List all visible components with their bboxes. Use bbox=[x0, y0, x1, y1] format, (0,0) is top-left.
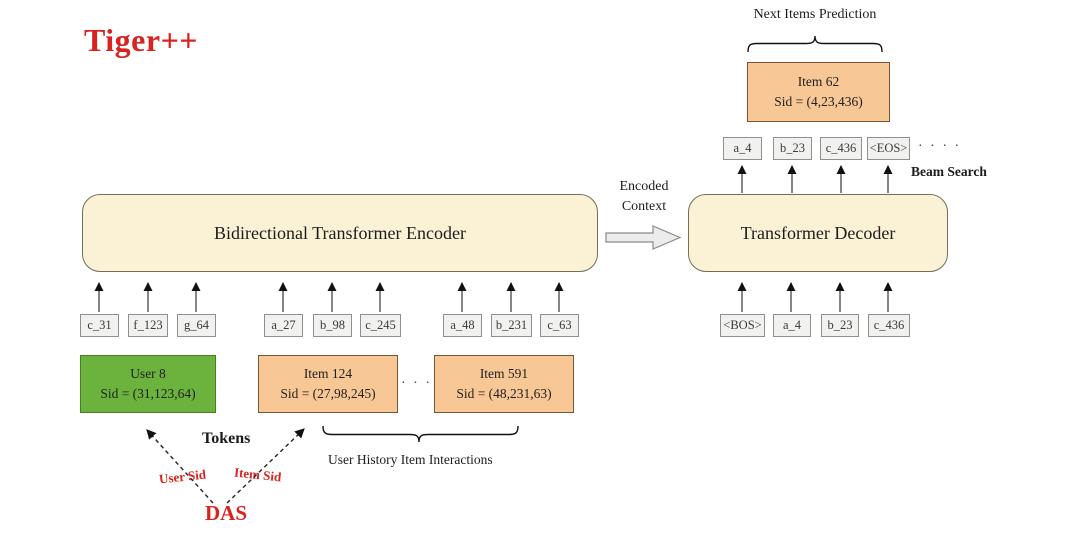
encoder-input-arrows bbox=[94, 281, 564, 312]
decoder-input-arrows bbox=[737, 281, 893, 312]
encoder-input-token: c_245 bbox=[360, 314, 401, 337]
tokens-label: Tokens bbox=[202, 430, 251, 447]
encoder-input-token: a_27 bbox=[264, 314, 303, 337]
beam-search-label: Beam Search bbox=[911, 164, 987, 179]
encoder-label: Bidirectional Transformer Encoder bbox=[214, 222, 466, 243]
decoder-output-token: <EOS> bbox=[867, 137, 910, 160]
bidirectional-transformer-encoder-box: Bidirectional Transformer Encoder bbox=[82, 194, 598, 272]
decoder-input-token: <BOS> bbox=[720, 314, 765, 337]
user-box: User 8 Sid = (31,123,64) bbox=[80, 355, 216, 413]
user-history-brace bbox=[322, 425, 519, 443]
decoder-output-arrows bbox=[737, 164, 893, 193]
items-ellipsis: · · · · bbox=[401, 376, 445, 391]
encoder-input-token: g_64 bbox=[177, 314, 216, 337]
item-sid-label: Item Sid bbox=[233, 464, 283, 485]
next-items-brace bbox=[747, 35, 883, 53]
user-sid-label: User Sid bbox=[158, 466, 207, 487]
transformer-decoder-box: Transformer Decoder bbox=[688, 194, 948, 272]
predicted-item-box: Item 62 Sid = (4,23,436) bbox=[747, 62, 890, 122]
decoder-input-token: b_23 bbox=[821, 314, 859, 337]
encoded-context-label: Encoded Context bbox=[619, 179, 669, 215]
item-box: Item 591 Sid = (48,231,63) bbox=[434, 355, 574, 413]
decoder-output-token: c_436 bbox=[820, 137, 862, 160]
encoder-input-token: a_48 bbox=[443, 314, 482, 337]
encoder-input-token: b_231 bbox=[491, 314, 532, 337]
decoder-input-token: a_4 bbox=[773, 314, 811, 337]
decoder-output-token: a_4 bbox=[723, 137, 762, 160]
next-items-prediction-label: Next Items Prediction bbox=[753, 7, 877, 22]
encoder-input-token: b_98 bbox=[313, 314, 352, 337]
decoder-output-token: b_23 bbox=[773, 137, 812, 160]
encoded-context-arrow bbox=[605, 225, 682, 250]
encoder-input-token: c_63 bbox=[540, 314, 579, 337]
decoder-input-token: c_436 bbox=[868, 314, 910, 337]
encoder-input-token: c_31 bbox=[80, 314, 119, 337]
encoder-input-token: f_123 bbox=[128, 314, 168, 337]
outputs-ellipsis: · · · · bbox=[918, 139, 962, 154]
item-box: Item 124 Sid = (27,98,245) bbox=[258, 355, 398, 413]
diagram-title: Tiger++ bbox=[84, 22, 199, 58]
user-history-label: User History Item Interactions bbox=[328, 452, 493, 467]
decoder-label: Transformer Decoder bbox=[740, 222, 896, 243]
das-label: DAS bbox=[205, 501, 248, 525]
